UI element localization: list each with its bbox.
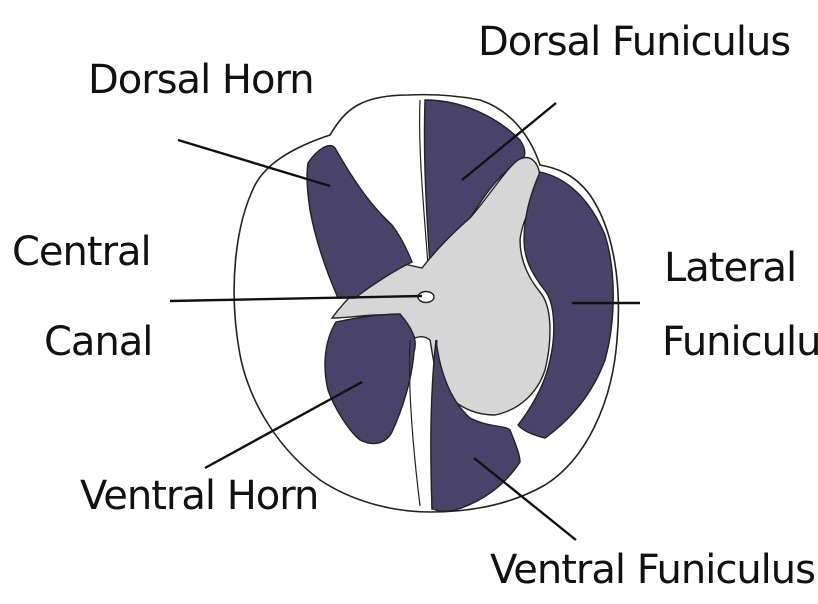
funiculus-label: Funiculus <box>662 322 818 362</box>
lateral-label: Lateral <box>664 248 796 288</box>
dorsal-horn-label: Dorsal Horn <box>88 60 314 100</box>
ventral-funiculus-label: Ventral Funiculus <box>490 550 815 590</box>
canal-label: Canal <box>44 322 152 362</box>
dorsal-funiculus-label: Dorsal Funiculus <box>478 22 790 62</box>
ventral-horn-label: Ventral Horn <box>80 476 318 516</box>
central-label: Central <box>12 232 151 272</box>
